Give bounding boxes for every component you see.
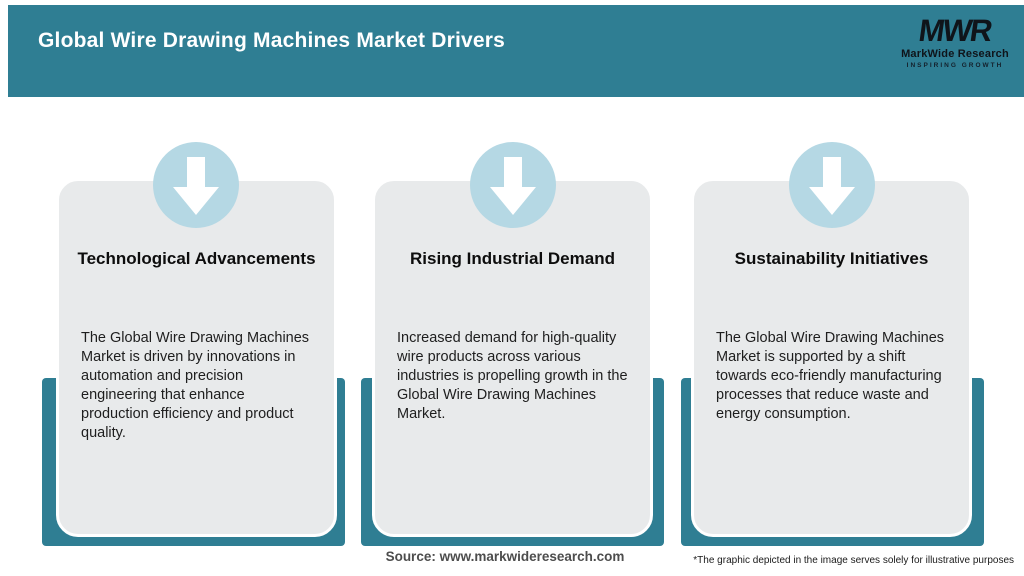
disclaimer-note: *The graphic depicted in the image serve… <box>693 555 1014 566</box>
arrow-down-icon <box>470 142 556 228</box>
card-title: Technological Advancements <box>77 249 316 268</box>
driver-card-sustainability-initiatives: Sustainability Initiatives The Global Wi… <box>691 178 972 537</box>
arrow-down-icon <box>153 142 239 228</box>
logo-tagline: INSPIRING GROWTH <box>906 62 1004 69</box>
card-title: Sustainability Initiatives <box>734 249 929 268</box>
logo-name: MarkWide Research <box>901 48 1009 60</box>
arrow-down-glyph <box>173 157 219 215</box>
card-description: The Global Wire Drawing Machines Market … <box>81 330 310 441</box>
source-attribution: Source: www.markwideresearch.com <box>385 549 625 564</box>
header-bar: Global Wire Drawing Machines Market Driv… <box>8 5 1024 97</box>
markwide-research-logo: MWR MarkWide Research INSPIRING GROWTH <box>900 13 1010 70</box>
card-description: Increased demand for high-quality wire p… <box>397 330 628 422</box>
arrow-down-glyph <box>809 157 855 215</box>
arrow-down-icon <box>789 142 875 228</box>
driver-card-technological-advancements: Technological Advancements The Global Wi… <box>56 178 337 537</box>
card-description: The Global Wire Drawing Machines Market … <box>716 330 945 422</box>
driver-card-rising-industrial-demand: Rising Industrial Demand Increased deman… <box>372 178 653 537</box>
card-title: Rising Industrial Demand <box>410 249 615 268</box>
page-title: Global Wire Drawing Machines Market Driv… <box>38 29 506 52</box>
logo-monogram: MWR <box>916 13 994 48</box>
arrow-down-glyph <box>490 157 536 215</box>
